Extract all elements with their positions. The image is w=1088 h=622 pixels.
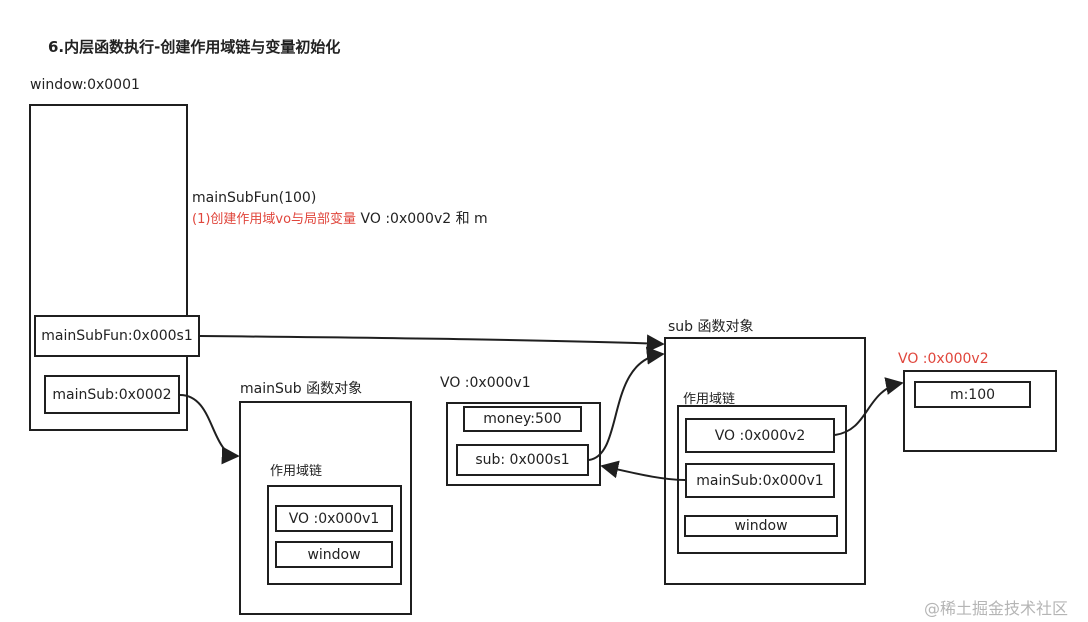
arrow-vo2-to-vo2-box bbox=[834, 377, 904, 436]
mainsub-scope-chain-label: 作用域链 bbox=[270, 464, 323, 479]
arrow-mainsub-v1-to-vo1 bbox=[600, 460, 686, 481]
mainsub-scope-chain-box bbox=[267, 485, 402, 585]
window-label: window:0x0001 bbox=[30, 77, 140, 93]
sub-scope-item-mainsub: mainSub:0x000v1 bbox=[685, 463, 835, 498]
mainsub-scope-item-window: window bbox=[275, 541, 393, 568]
vo2-label: VO :0x000v2 bbox=[898, 351, 989, 367]
window-mainsubfun-cell: mainSubFun:0x000s1 bbox=[34, 315, 200, 357]
mainsub-scope-item-vo1: VO :0x000v1 bbox=[275, 505, 393, 532]
arrow-mainsubfun-to-sub bbox=[199, 334, 665, 353]
sub-scope-item-window: window bbox=[684, 515, 838, 537]
arrow-vo1-sub-to-sub-obj bbox=[588, 346, 665, 461]
sub-scope-chain-label: 作用域链 bbox=[683, 392, 736, 407]
sub-scope-item-vo2: VO :0x000v2 bbox=[685, 418, 835, 453]
mainsub-obj-label: mainSub 函数对象 bbox=[240, 381, 363, 397]
call-note-black-text: VO :0x000v2 和 m bbox=[356, 211, 488, 227]
watermark: @稀土掘金技术社区 bbox=[924, 599, 1069, 618]
call-note-red-text: (1)创建作用域vo与局部变量 bbox=[192, 212, 357, 227]
call-note-line1: mainSubFun(100) bbox=[192, 190, 317, 206]
window-mainsub-cell: mainSub:0x0002 bbox=[44, 375, 180, 414]
vo1-money-cell: money:500 bbox=[463, 406, 582, 432]
vo1-sub-cell: sub: 0x000s1 bbox=[456, 444, 589, 476]
sub-obj-label: sub 函数对象 bbox=[668, 319, 754, 335]
vo2-m-cell: m:100 bbox=[914, 381, 1031, 408]
diagram-title: 6.内层函数执行-创建作用域链与变量初始化 bbox=[48, 38, 341, 56]
arrow-mainsub-to-mainsub-obj bbox=[179, 394, 240, 465]
vo1-label: VO :0x000v1 bbox=[440, 375, 531, 391]
call-note-line2: (1)创建作用域vo与局部变量 VO :0x000v2 和 m bbox=[192, 208, 488, 228]
